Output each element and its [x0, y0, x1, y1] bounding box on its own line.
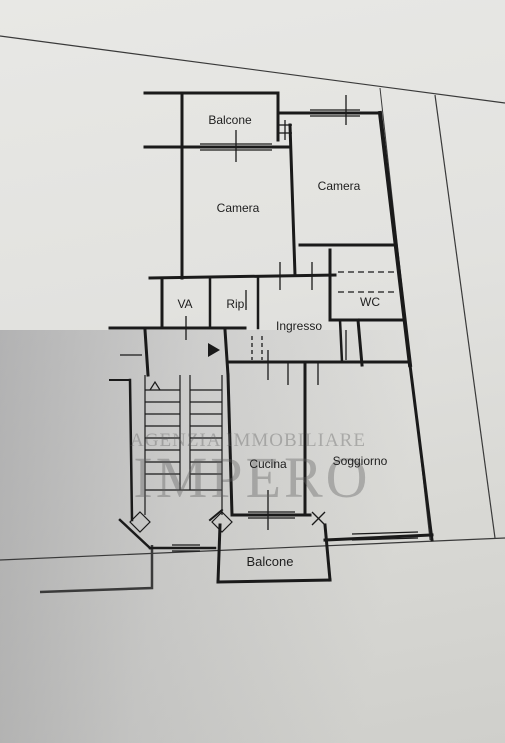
walls	[108, 91, 434, 584]
room-label-rip: Rip.	[226, 297, 247, 311]
room-label-camera-left: Camera	[217, 201, 260, 215]
room-label-va: VA	[177, 297, 192, 311]
room-label-soggiorno: Soggiorno	[333, 454, 388, 468]
watermark: AGENZIA IMMOBILIARE IMPERO	[130, 430, 370, 510]
room-labels: Balcone Camera Camera VA Rip. WC Ingress…	[177, 113, 387, 569]
room-label-ingresso: Ingresso	[276, 319, 322, 333]
room-label-balcone-top: Balcone	[208, 113, 252, 127]
room-label-cucina: Cucina	[249, 457, 287, 471]
staircase	[129, 375, 233, 533]
watermark-brand: IMPERO	[133, 445, 370, 510]
room-label-camera-right: Camera	[318, 179, 361, 193]
watermark-agency: AGENZIA IMMOBILIARE	[130, 430, 366, 451]
entrance-arrow-icon	[208, 343, 220, 357]
door-marks	[120, 95, 395, 530]
room-label-wc: WC	[360, 295, 380, 309]
room-label-balcone-bottom: Balcone	[247, 554, 294, 569]
